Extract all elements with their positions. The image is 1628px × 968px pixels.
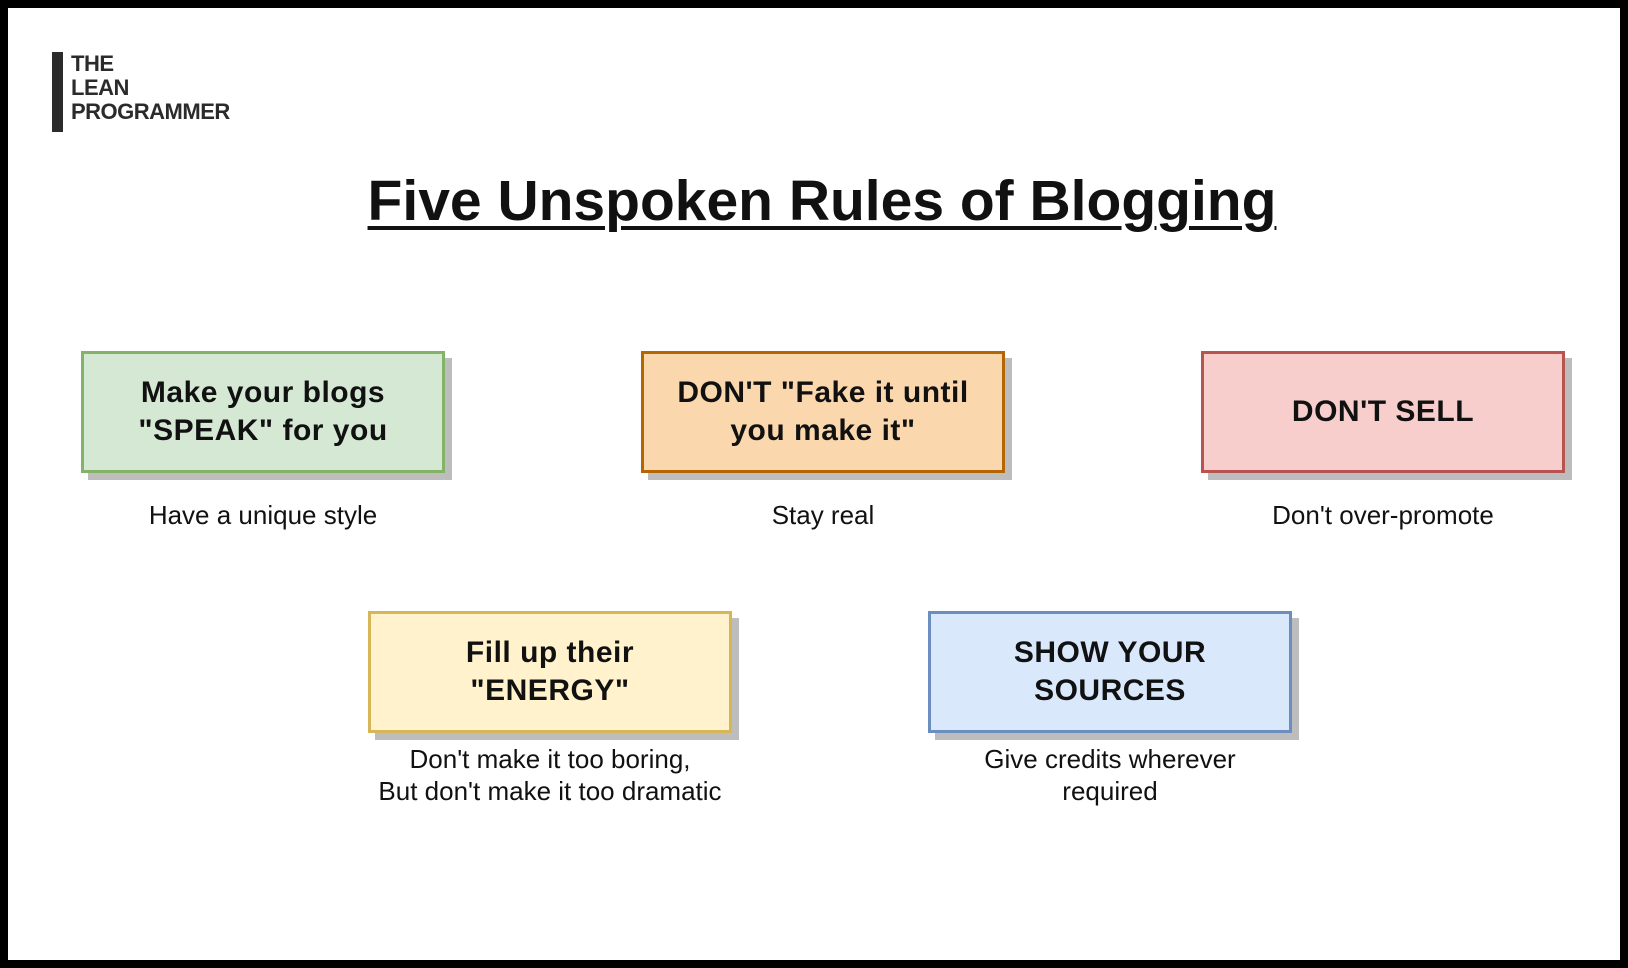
rule-box: DON'T "Fake it until you make it" <box>641 351 1005 473</box>
rule-caption: Stay real <box>641 499 1005 531</box>
page-title: Five Unspoken Rules of Blogging <box>367 169 1277 233</box>
logo-line: THE <box>71 51 114 76</box>
rule-heading-line: Make your blogs <box>140 376 386 409</box>
rule-card: Make your blogs "SPEAK" for you Have a u… <box>81 351 451 531</box>
rule-caption-line: Have a unique style <box>148 500 378 530</box>
rule-box: SHOW YOUR SOURCES <box>928 611 1292 733</box>
rule-heading: DON'T SELL <box>1292 393 1474 431</box>
rule-heading: SHOW YOUR SOURCES <box>1014 634 1206 710</box>
rule-caption: Don't over-promote <box>1201 499 1565 531</box>
logo-line: PROGRAMMER <box>71 99 230 124</box>
rule-box: DON'T SELL <box>1201 351 1565 473</box>
rule-heading: DON'T "Fake it until you make it" <box>677 374 968 450</box>
rule-caption: Give credits wherever required <box>928 743 1292 807</box>
rule-caption-line: required <box>1062 776 1158 806</box>
rule-heading-line: "SPEAK" for you <box>138 414 388 447</box>
rule-heading-line: "ENERGY" <box>470 674 630 707</box>
rule-card: DON'T "Fake it until you make it" Stay r… <box>641 351 1011 531</box>
rule-heading-line: SOURCES <box>1034 674 1186 707</box>
logo-line: LEAN <box>71 75 129 100</box>
rule-caption: Have a unique style <box>81 499 445 531</box>
rule-heading-line: DON'T SELL <box>1291 395 1475 428</box>
rule-caption-line: Don't make it too boring, <box>409 744 691 774</box>
rule-card: Fill up their "ENERGY" Don't make it too… <box>368 611 738 807</box>
rule-heading: Make your blogs "SPEAK" for you <box>138 374 387 450</box>
rule-heading-line: DON'T "Fake it until <box>677 376 969 409</box>
rule-card: SHOW YOUR SOURCES Give credits wherever … <box>928 611 1298 807</box>
rule-caption: Don't make it too boring, But don't make… <box>368 743 732 807</box>
rule-caption-line: But don't make it too dramatic <box>378 776 722 806</box>
rule-box: Fill up their "ENERGY" <box>368 611 732 733</box>
rule-heading-line: Fill up their <box>465 636 635 669</box>
rule-caption-line: Give credits wherever <box>984 744 1236 774</box>
rule-caption-line: Don't over-promote <box>1272 500 1494 530</box>
rule-box: Make your blogs "SPEAK" for you <box>81 351 445 473</box>
rule-heading-line: you make it" <box>730 414 916 447</box>
rule-heading-line: SHOW YOUR <box>1013 636 1207 669</box>
rule-card: DON'T SELL Don't over-promote <box>1201 351 1571 531</box>
brand-logo: THE LEAN PROGRAMMER <box>52 52 230 132</box>
rule-caption-line: Stay real <box>771 500 875 530</box>
rule-heading: Fill up their "ENERGY" <box>466 634 634 710</box>
